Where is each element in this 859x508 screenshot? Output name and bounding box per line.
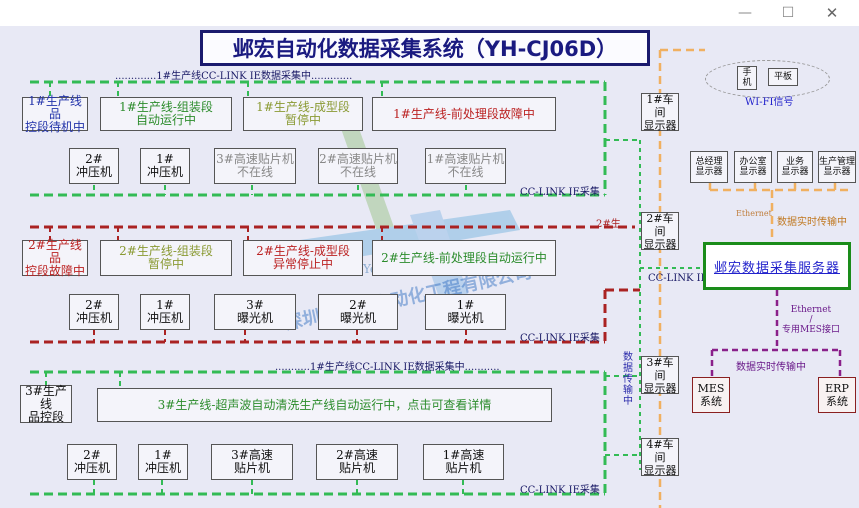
wifi-device-phone[interactable]: 手 机: [737, 66, 757, 90]
line2-machine-exposure-3[interactable]: 3# 曝光机: [214, 294, 296, 330]
display-production-mgmt[interactable]: 生产管理 显示器: [818, 151, 856, 183]
line2-station-pretreatment[interactable]: 2#生产线-前处理段自动运行中: [372, 240, 556, 276]
erp-system[interactable]: ERP 系统: [818, 377, 856, 413]
line2-station-assembly[interactable]: 2#生产线-组装段 暂停中: [100, 240, 232, 276]
maximize-button[interactable]: ☐: [781, 5, 795, 21]
ethernet-top-label: Ethernet: [736, 209, 772, 218]
line1-machine-smt-3[interactable]: 3#高速贴片机 不在线: [214, 148, 296, 184]
line3-machine-smt-3[interactable]: 3#高速 贴片机: [211, 444, 293, 480]
wifi-device-tablet[interactable]: 平板: [768, 68, 798, 86]
line3-machine-press-2[interactable]: 2# 冲压机: [67, 444, 117, 480]
line3-machine-press-1[interactable]: 1# 冲压机: [138, 444, 188, 480]
display-general-manager[interactable]: 总经理 显示器: [690, 151, 728, 183]
line1-station-assembly[interactable]: 1#生产线-组装段 自动运行中: [100, 97, 232, 131]
workshop-display-2[interactable]: 2#车间 显示器: [641, 212, 679, 251]
line3-machine-smt-2[interactable]: 2#高速 贴片机: [316, 444, 398, 480]
minimize-button[interactable]: —: [738, 5, 752, 21]
ethernet-bottom-label: Ethernet / 专用MES接口: [782, 305, 840, 335]
data-transfer-vertical-label: 数据传输中: [623, 352, 633, 407]
line3-station-qc[interactable]: 3#生产线 品控段: [20, 384, 72, 423]
line2-machine-exposure-2[interactable]: 2# 曝光机: [318, 294, 398, 330]
display-office[interactable]: 办公室 显示器: [734, 151, 772, 183]
close-button[interactable]: ✕: [825, 4, 839, 22]
line1-station-molding[interactable]: 1#生产线-成型段 暂停中: [243, 97, 363, 131]
window-titlebar: [0, 0, 859, 26]
realtime-top-label: 数据实时传输中: [777, 217, 847, 228]
line3-machine-smt-1[interactable]: 1#高速 贴片机: [423, 444, 504, 480]
line3-footer: CC-LINK IE采集: [520, 485, 600, 496]
line2-machine-exposure-1[interactable]: 1# 曝光机: [425, 294, 506, 330]
display-business[interactable]: 业务 显示器: [777, 151, 813, 183]
realtime-bottom-label: 数据实时传输中: [736, 362, 806, 373]
line1-machine-smt-2[interactable]: 2#高速贴片机 不在线: [318, 148, 398, 184]
data-collection-server[interactable]: 邺宏数据采集服务器: [703, 242, 851, 290]
line2-station-qc[interactable]: 2#生产线品 控段故障中: [22, 238, 88, 277]
line1-footer: CC-LINK IE采集: [520, 187, 600, 198]
line2-machine-press-2[interactable]: 2# 冲压机: [69, 294, 119, 330]
wifi-zone: [705, 60, 830, 98]
page-title: 邺宏自动化数据采集系统（YH-CJ06D）: [200, 30, 650, 66]
line2-header: 2#生: [596, 219, 621, 230]
line1-station-pretreatment[interactable]: 1#生产线-前处理段故障中: [372, 97, 556, 131]
line1-station-qc[interactable]: 1#生产线品 控段待机中: [22, 94, 88, 133]
line1-header: .............1#生产线CC-LINK IE数据采集中.......…: [115, 71, 353, 82]
line3-station-ultrasonic[interactable]: 3#生产线-超声波自动清洗生产线自动运行中，点击可查看详情: [97, 388, 552, 422]
line3-header: ...........1#生产线CC-LINK IE数据采集中.........…: [275, 362, 500, 373]
line2-machine-press-1[interactable]: 1# 冲压机: [140, 294, 190, 330]
cc-link-side-label: CC-LINK IE: [648, 273, 708, 284]
workshop-display-1[interactable]: 1#车间 显示器: [641, 93, 679, 132]
line1-machine-smt-1[interactable]: 1#高速贴片机 不在线: [425, 148, 506, 184]
line2-footer: CC-LINK IE采集: [520, 333, 600, 344]
wifi-label: WI-FI信号: [745, 97, 794, 108]
line1-machine-press-2[interactable]: 2# 冲压机: [69, 148, 119, 184]
workshop-display-3[interactable]: 3#车间 显示器: [641, 356, 679, 395]
mes-system[interactable]: MES 系统: [692, 377, 730, 413]
workshop-display-4[interactable]: 4#车间 显示器: [641, 438, 679, 477]
line1-machine-press-1[interactable]: 1# 冲压机: [140, 148, 190, 184]
line2-station-molding[interactable]: 2#生产线-成型段 异常停止中: [243, 240, 363, 276]
